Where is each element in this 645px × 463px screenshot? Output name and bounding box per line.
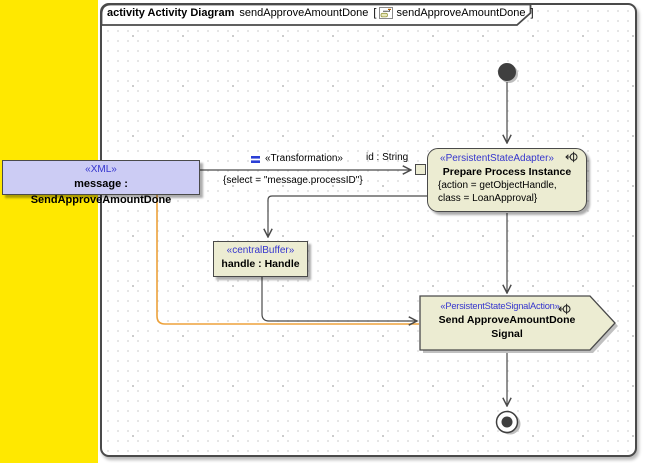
prepare-property-1: {action = getObjectHandle, [438,180,557,191]
yellow-panel[interactable] [0,0,98,463]
select-constraint-label: {select = "message.processID"} [223,175,363,186]
tab-activity-name: sendApproveAmountDone [239,7,369,19]
tab-title: activity Activity Diagram [107,7,235,19]
tab-open-bracket: [ [373,7,377,19]
edge-xml-to-signal-orange[interactable] [156,195,419,325]
signal-node-shape[interactable] [419,295,618,353]
persistent-state-signal-icon [558,303,571,315]
frame-tab[interactable]: activity Activity Diagram sendApproveAmo… [107,7,534,19]
transformation-stereotype-label: «Transformation» [265,153,343,164]
pin-type-label: id : String [366,152,409,163]
send-signal-node[interactable]: «PersistentStateSignalAction» Send Appro… [422,300,592,341]
equals-icon [251,155,261,167]
diagram-frame [100,3,637,457]
xml-object-node[interactable]: «XML» message : SendApproveAmountDone [2,160,200,206]
xml-name: message : SendApproveAmountDone [30,178,172,206]
tab-diagram-name: sendApproveAmountDone [396,7,526,19]
central-buffer-node[interactable]: «centralBuffer» handle : Handle [213,241,308,277]
prepare-stereotype: «PersistentStateAdapter» [440,153,554,164]
frame-tab-shape[interactable] [100,3,532,26]
persistent-state-icon [565,151,578,163]
signal-name-line2: Signal [491,328,523,340]
initial-node[interactable] [498,63,518,83]
buffer-stereotype: «centralBuffer» [226,245,295,256]
input-pin[interactable] [415,164,426,175]
buffer-name: handle : Handle [221,258,300,270]
prepare-name: Prepare Process Instance [442,166,572,178]
signal-name-line1: Send ApproveAmountDone [438,314,576,326]
final-node[interactable] [495,410,521,435]
prepare-property-2: class = LoanApproval} [438,193,538,204]
signal-stereotype: «PersistentStateSignalAction» [440,301,560,311]
activity-diagram-icon [379,7,394,19]
edge-prepare-to-buffer[interactable] [268,195,427,237]
prepare-process-instance-node[interactable]: «PersistentStateAdapter» Prepare Process… [427,148,587,212]
tab-close-bracket: ] [530,7,534,19]
xml-stereotype: «XML» [85,164,117,175]
edge-buffer-to-signal[interactable] [261,277,417,321]
